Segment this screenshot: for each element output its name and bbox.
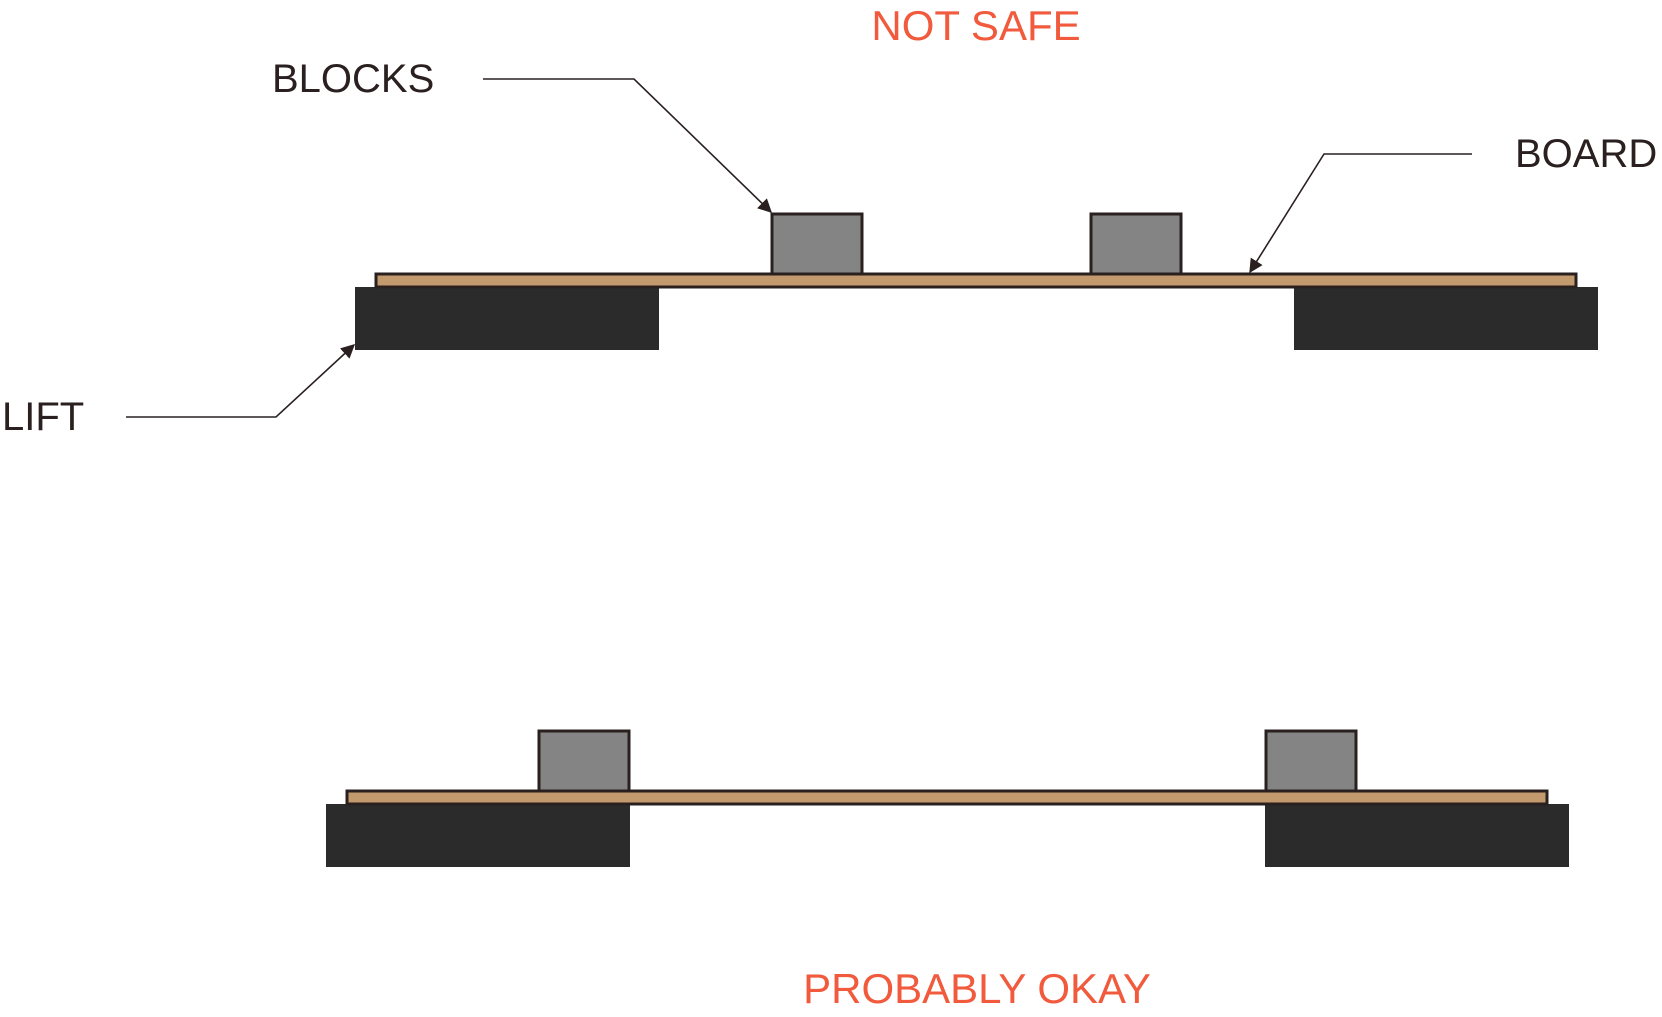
board-leader-line — [1249, 153, 1472, 274]
not-safe-heading: NOT SAFE — [871, 2, 1080, 49]
lift-label: LIFT — [2, 395, 84, 439]
block-right — [1264, 729, 1358, 793]
board — [374, 272, 1578, 289]
probably-okay-heading: PROBABLY OKAY — [803, 965, 1151, 1012]
blocks-leader-line — [483, 78, 773, 213]
scene-not-safe: NOT SAFE BLOCKS BOARD LIFT — [2, 2, 1657, 439]
lift-left — [326, 804, 630, 867]
block-left — [537, 729, 631, 793]
block-left — [770, 212, 864, 276]
block-right — [1089, 212, 1183, 276]
blocks-label: BLOCKS — [272, 57, 434, 101]
scene-probably-okay: PROBABLY OKAY — [326, 729, 1569, 1012]
lift-left — [355, 287, 659, 350]
lift-right — [1294, 287, 1598, 350]
board — [345, 789, 1549, 806]
board-label: BOARD — [1515, 132, 1657, 176]
lift-right — [1265, 804, 1569, 867]
lift-leader-line — [126, 344, 356, 418]
